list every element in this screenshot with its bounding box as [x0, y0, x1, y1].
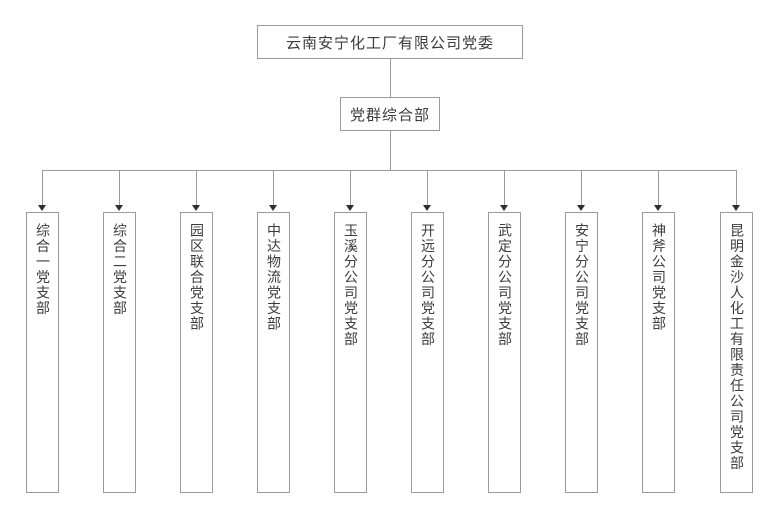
org-node-branch-4[interactable]: 中达物流党支部: [257, 212, 290, 493]
org-node-branch-5-label: 玉溪分公司党支部: [343, 223, 360, 347]
org-node-branch-2[interactable]: 综合二党支部: [103, 212, 136, 493]
org-node-branch-1-label: 综合一党支部: [35, 223, 52, 316]
org-node-branch-7[interactable]: 武定分公司党支部: [488, 212, 521, 493]
org-node-branch-3-label: 园区联合党支部: [189, 223, 206, 332]
arrow-down-icon-5: [346, 205, 354, 211]
org-node-root-label: 云南安宁化工厂有限公司党委: [285, 34, 494, 52]
org-node-branch-2-label: 综合二党支部: [112, 223, 129, 316]
arrow-down-icon-8: [577, 205, 585, 211]
arrow-down-icon-4: [269, 205, 277, 211]
org-node-root[interactable]: 云南安宁化工厂有限公司党委: [257, 25, 523, 59]
org-node-branch-4-label: 中达物流党支部: [266, 223, 283, 332]
connector-root-to-department: [390, 59, 391, 97]
org-node-branch-9[interactable]: 神斧公司党支部: [642, 212, 675, 493]
connector-horizontal-bus: [42, 170, 737, 171]
connector-drop-10: [736, 170, 737, 206]
connector-drop-1: [42, 170, 43, 206]
arrow-down-icon-1: [38, 205, 46, 211]
org-node-branch-5[interactable]: 玉溪分公司党支部: [334, 212, 367, 493]
org-node-branch-10[interactable]: 昆明金沙人化工有限责任公司党支部: [720, 212, 753, 493]
arrow-down-icon-7: [500, 205, 508, 211]
org-node-department[interactable]: 党群综合部: [340, 97, 440, 131]
org-node-branch-3[interactable]: 园区联合党支部: [180, 212, 213, 493]
org-node-branch-8[interactable]: 安宁分公司党支部: [565, 212, 598, 493]
org-node-branch-10-label: 昆明金沙人化工有限责任公司党支部: [729, 223, 746, 471]
org-node-branch-1[interactable]: 综合一党支部: [26, 212, 59, 493]
org-node-branch-6[interactable]: 开远分公司党支部: [411, 212, 444, 493]
org-node-branch-9-label: 神斧公司党支部: [651, 223, 668, 332]
connector-department-to-bus: [390, 131, 391, 170]
org-node-branch-6-label: 开远分公司党支部: [420, 223, 437, 347]
connector-drop-3: [196, 170, 197, 206]
org-node-department-label: 党群综合部: [349, 106, 430, 124]
org-node-branch-8-label: 安宁分公司党支部: [574, 223, 591, 347]
arrow-down-icon-6: [423, 205, 431, 211]
org-node-branch-7-label: 武定分公司党支部: [497, 223, 514, 347]
arrow-down-icon-10: [732, 205, 740, 211]
connector-drop-9: [658, 170, 659, 206]
connector-drop-7: [504, 170, 505, 206]
connector-drop-2: [119, 170, 120, 206]
connector-drop-4: [273, 170, 274, 206]
arrow-down-icon-9: [654, 205, 662, 211]
connector-drop-5: [350, 170, 351, 206]
arrow-down-icon-2: [115, 205, 123, 211]
connector-drop-8: [581, 170, 582, 206]
connector-drop-6: [427, 170, 428, 206]
arrow-down-icon-3: [192, 205, 200, 211]
